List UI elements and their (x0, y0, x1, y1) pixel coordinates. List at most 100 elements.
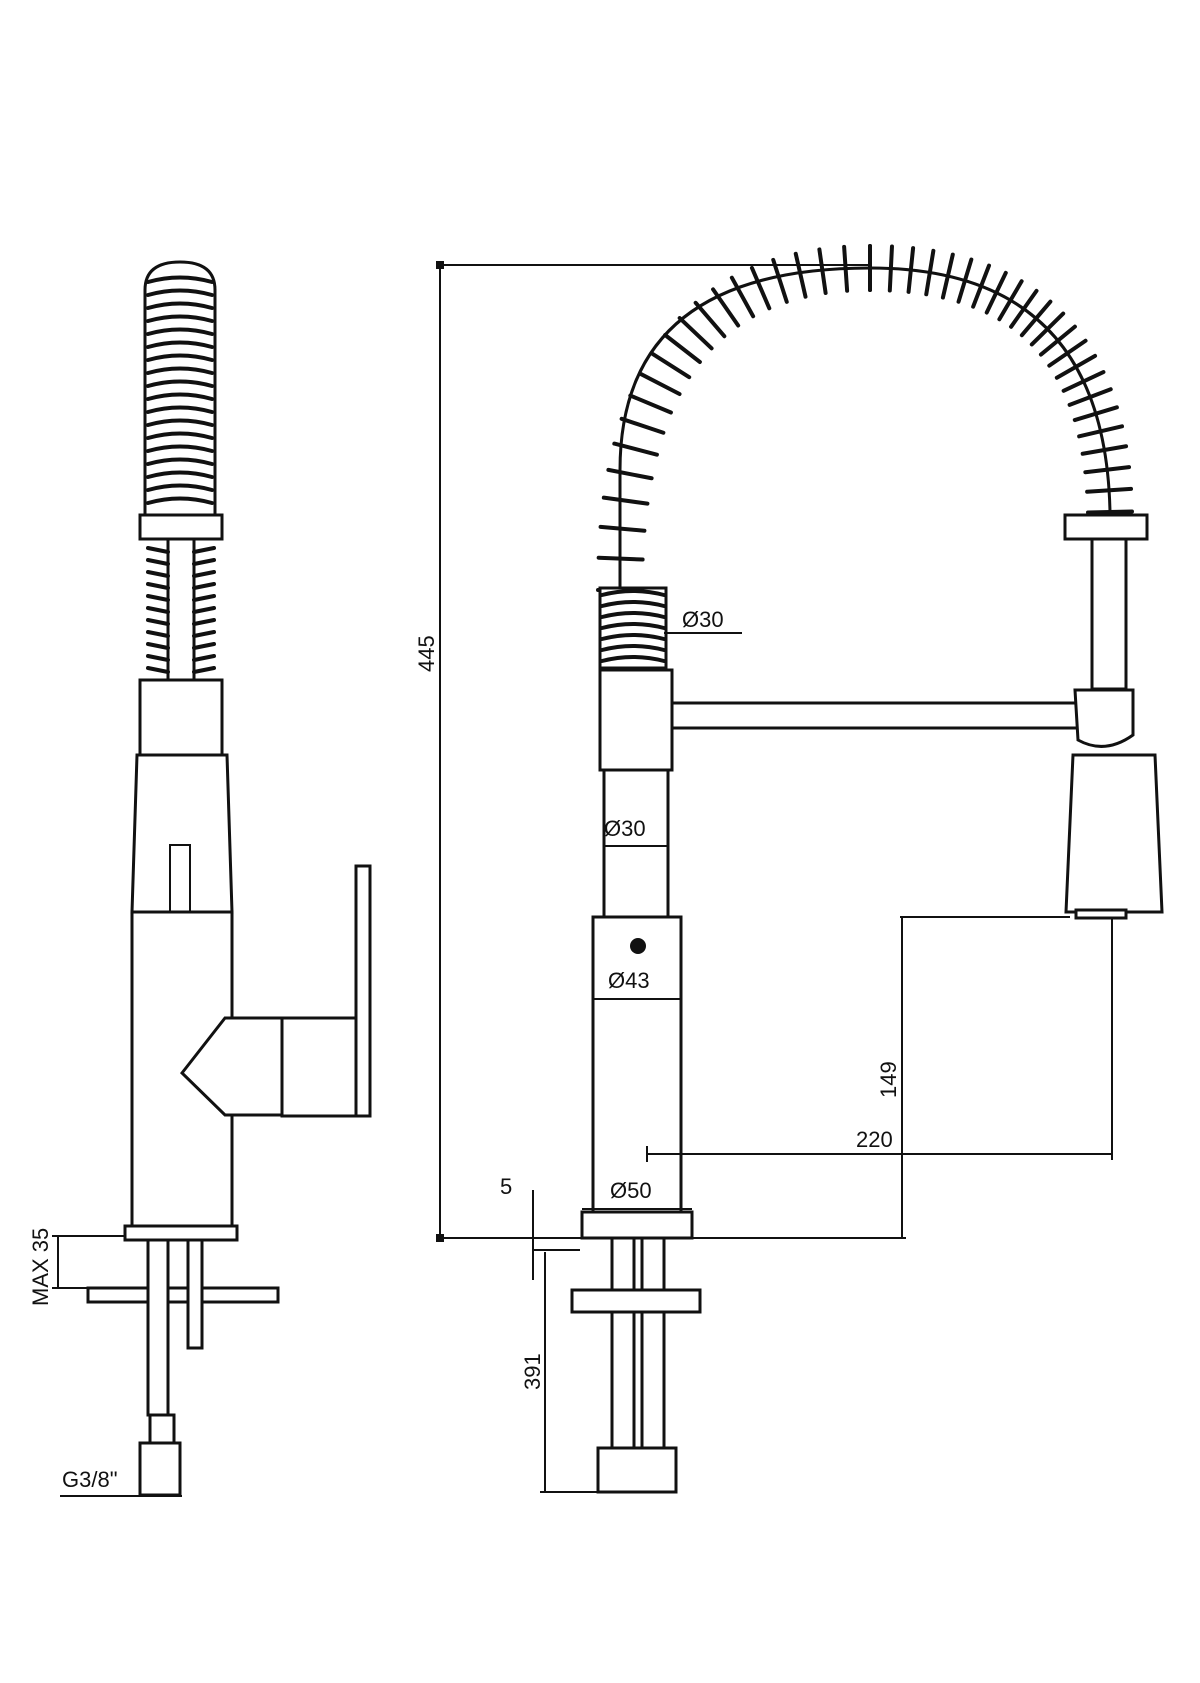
coil-turn (146, 606, 216, 614)
coil-turn (906, 246, 916, 294)
front-spout-bar (666, 701, 1082, 730)
coil-turn (146, 546, 216, 554)
front-connector (598, 668, 674, 772)
side-view: MAX 35 G3/8" (28, 260, 372, 1497)
side-lever-blade (354, 864, 372, 1118)
side-stud (146, 1238, 170, 1417)
coil-turn (146, 431, 214, 440)
coil-turn (1077, 424, 1124, 439)
spout-height-label: 149 (876, 1061, 901, 1098)
front-body (591, 915, 683, 1215)
coil-turn (619, 416, 666, 435)
coil-turn (146, 379, 214, 388)
coil-turn (984, 270, 1008, 315)
coil-turn (146, 444, 214, 453)
coil-turn (146, 470, 214, 479)
coil-turn (146, 496, 214, 505)
side-fitting (138, 1441, 182, 1497)
coil-turn (146, 366, 214, 375)
coil-turn (146, 418, 214, 427)
coil-turn (749, 265, 772, 311)
front-spray-body (1064, 753, 1164, 914)
coil-turn (1054, 353, 1098, 380)
front-head-neck (1090, 537, 1128, 691)
thread-label: G3/8" (62, 1467, 118, 1492)
base-offset-label: 5 (500, 1174, 512, 1199)
neck-diameter-label: Ø30 (604, 816, 646, 841)
coil-turn (1009, 288, 1039, 329)
coil-turn (596, 555, 645, 562)
coil-turn (146, 327, 214, 336)
base-diameter-label: Ø50 (610, 1178, 652, 1203)
front-spray-tip (1074, 908, 1128, 920)
front-view: 445 Ø30 Ø30 Ø43 Ø50 149 220 5 391 (414, 244, 1164, 1494)
coil-turn (600, 622, 666, 630)
coil-turn (146, 314, 214, 323)
coil-turn (598, 524, 647, 533)
coil-turn (146, 594, 216, 602)
coil-turn (146, 405, 214, 414)
coil-turn (997, 279, 1024, 322)
coil-turn (600, 655, 666, 663)
coil-turn (146, 288, 214, 297)
coil-turn (1029, 311, 1066, 347)
side-base-ring (123, 1224, 239, 1242)
side-head-collar (138, 513, 224, 541)
coil-turn (1047, 338, 1088, 368)
front-stud-right (640, 1236, 666, 1452)
spout-reach-label: 220 (856, 1127, 893, 1152)
coil-turn (146, 642, 216, 650)
coil-turn (146, 558, 216, 566)
deck-max-label: MAX 35 (28, 1228, 53, 1306)
side-connector (138, 678, 224, 757)
coil-turn (146, 353, 214, 362)
coil-turn (600, 644, 666, 652)
side-upper-body (130, 753, 234, 914)
spring-diameter-label: Ø30 (682, 607, 724, 632)
front-mount-plate (570, 1288, 702, 1314)
coil-turn (1083, 465, 1132, 475)
coil-turn (146, 392, 214, 401)
hose-length-label: 391 (520, 1353, 545, 1390)
side-lever-block (280, 1016, 364, 1118)
coil-turn (1019, 299, 1053, 338)
body-diameter-label: Ø43 (608, 968, 650, 993)
coil-turn (971, 263, 992, 309)
coil-turn (711, 287, 741, 328)
coil-turn (146, 340, 214, 349)
front-body-hole (630, 938, 646, 954)
coil-turn (600, 633, 666, 641)
coil-turn (146, 570, 216, 578)
coil-turn (146, 301, 214, 310)
front-spout-elbow (1073, 688, 1135, 748)
coil-turn (146, 275, 214, 284)
coil-turn (1038, 324, 1077, 357)
front-stud-left (610, 1236, 636, 1452)
coil-turn (600, 589, 666, 597)
coil-turn (146, 654, 216, 662)
coil-turn (1061, 370, 1106, 393)
coil-turn (650, 351, 692, 380)
coil-turn (146, 618, 216, 626)
coil-turn (638, 371, 682, 397)
coil-turn (677, 316, 714, 351)
coil-turn (1067, 387, 1113, 407)
coil-turn (729, 275, 756, 319)
coil-turn (663, 333, 702, 364)
coil-turn (146, 582, 216, 590)
coil-turn (924, 248, 936, 297)
overall-height-label: 445 (414, 635, 439, 672)
coil-turn (771, 257, 789, 304)
coil-turn (146, 666, 216, 674)
coil-turn (817, 247, 828, 295)
coil-turn (842, 244, 850, 293)
coil-turn (600, 611, 666, 619)
front-neck (602, 768, 670, 919)
side-hose (148, 1413, 176, 1445)
coil-turn (628, 393, 673, 415)
coil-turn (693, 300, 727, 339)
coil-turn (146, 483, 214, 492)
coil-turn (956, 257, 974, 304)
coil-turn (1085, 486, 1134, 494)
